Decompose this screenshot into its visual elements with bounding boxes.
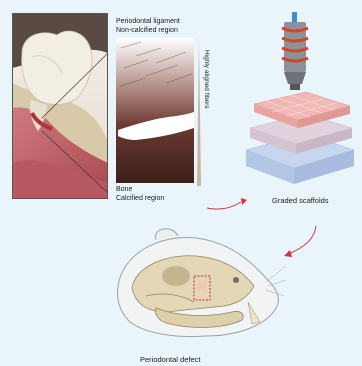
label-fibers: Highly aligned fibers [203,50,210,109]
label-bone: Bone [116,186,132,194]
fiber-gradient-panel [116,38,194,183]
label-ligament: Periodontal ligament [116,18,180,26]
label-scaffolds: Graded scaffolds [272,196,329,205]
label-noncalcified: Non-calcified region [116,27,178,35]
arrow-to-scaffolds-icon [205,196,249,214]
arrow-to-rat-icon [280,224,320,260]
tooth-frame [12,13,108,199]
graded-scaffolds [236,88,358,198]
rat-skull-illustration [116,226,286,356]
printer-nozzle-icon [278,12,312,94]
label-defect: Periodontal defect [140,355,200,364]
fiber-arrow-icon [196,38,202,188]
label-calcified: Calcified region [116,195,164,203]
